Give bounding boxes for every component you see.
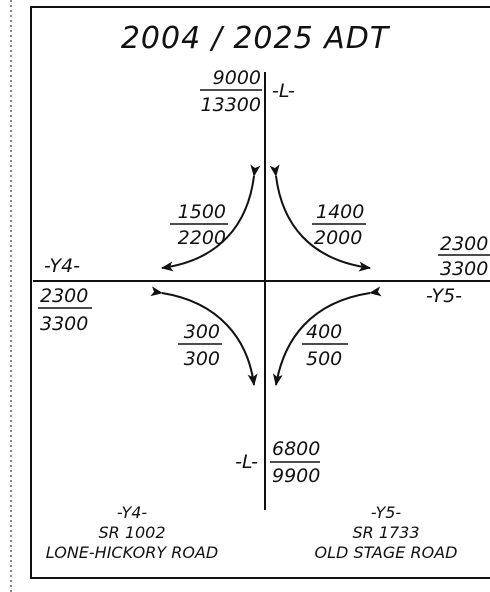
west-road-label: -Y4- xyxy=(44,255,80,277)
turn-north-to-west: 1500 2200 xyxy=(170,201,228,249)
road-legend-y4: -Y4- SR 1002 LONE-HICKORY ROAD xyxy=(46,503,218,562)
road-legend-y5: -Y5- SR 1733 OLD STAGE ROAD xyxy=(315,503,458,562)
east-volume-2004: 2300 xyxy=(440,233,488,255)
y5-legend-route: SR 1733 xyxy=(352,523,419,542)
turn-west-to-south: 300 300 xyxy=(178,321,222,370)
east-volume-2025: 3300 xyxy=(440,258,488,280)
y5-legend-label: -Y5- xyxy=(371,503,402,522)
south-volume-2025: 9900 xyxy=(272,465,320,487)
diagram-frame xyxy=(30,6,490,579)
turn-ws-volume-2004: 300 xyxy=(184,321,220,343)
turn-nw-volume-2004: 1500 xyxy=(178,201,226,223)
north-road-label: -L- xyxy=(272,80,295,102)
turn-north-to-east: 1400 2000 xyxy=(312,201,366,249)
y4-legend-route: SR 1002 xyxy=(98,523,165,542)
y4-legend-label: -Y4- xyxy=(117,503,148,522)
north-volume-2004: 9000 xyxy=(213,67,261,89)
west-volume-2025: 3300 xyxy=(40,313,88,335)
turn-arrow-west-to-south xyxy=(150,286,258,386)
diagram-title: 2004 / 2025 ADT xyxy=(121,21,391,56)
turn-ws-volume-2025: 300 xyxy=(184,348,220,370)
y4-legend-name: LONE-HICKORY ROAD xyxy=(46,543,218,562)
approach-east: 2300 3300 -Y5- xyxy=(426,233,490,307)
north-volume-2025: 13300 xyxy=(201,94,261,116)
south-road-label: -L- xyxy=(235,451,258,473)
turn-ne-volume-2025: 2000 xyxy=(314,227,362,249)
approach-north: 9000 13300 -L- xyxy=(200,67,295,116)
turn-arrow-north-to-east xyxy=(269,164,371,272)
west-volume-2004: 2300 xyxy=(40,285,88,307)
turn-arrow-north-to-west xyxy=(161,164,261,272)
turn-arrow-east-to-south xyxy=(272,286,382,386)
south-volume-2004: 6800 xyxy=(272,438,320,460)
turn-east-to-south: 400 500 xyxy=(302,321,348,370)
approach-west: -Y4- 2300 3300 xyxy=(38,255,92,335)
east-road-label: -Y5- xyxy=(426,285,462,307)
turn-es-volume-2025: 500 xyxy=(306,348,342,370)
y5-legend-name: OLD STAGE ROAD xyxy=(315,543,458,562)
approach-south: -L- 6800 9900 xyxy=(235,438,320,487)
turn-ne-volume-2004: 1400 xyxy=(316,201,364,223)
turn-es-volume-2004: 400 xyxy=(306,321,342,343)
turn-nw-volume-2025: 2200 xyxy=(178,227,226,249)
